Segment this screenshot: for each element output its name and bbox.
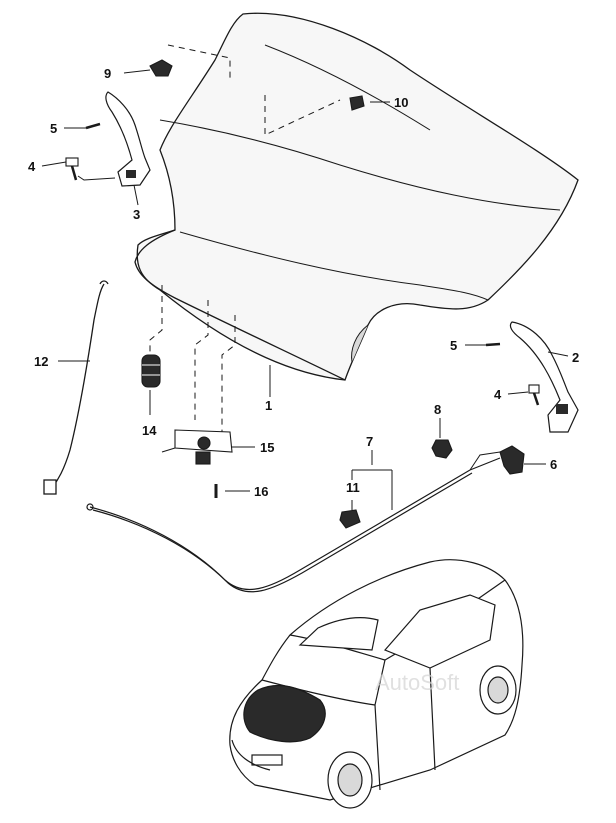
callout-6: 6 xyxy=(550,457,557,472)
release-cable xyxy=(86,457,501,593)
callout-labels: 9 10 5 4 3 5 2 4 1 12 14 15 16 8 10 7 6 … xyxy=(28,66,579,499)
watermark: AutoSoft xyxy=(375,670,459,695)
left-hood-hinge xyxy=(105,91,151,187)
callout-9: 11 xyxy=(346,480,360,495)
callout-2: 2 xyxy=(572,350,579,365)
callout-8-label: 7 xyxy=(366,434,373,449)
hood-dashed-guides xyxy=(149,44,341,440)
leader-lines xyxy=(41,69,569,510)
callout-5-right: 5 xyxy=(450,338,457,353)
callout-1: 1 xyxy=(265,398,272,413)
right-hood-hinge xyxy=(509,321,579,433)
callout-12: 10 xyxy=(394,95,408,110)
callout-4-left: 4 xyxy=(28,159,36,174)
callout-3: 3 xyxy=(133,207,140,222)
callout-11: 9 xyxy=(104,66,111,81)
hood-prop-rod xyxy=(43,280,109,495)
callout-15: 15 xyxy=(260,440,274,455)
callout-4-right: 4 xyxy=(494,387,502,402)
callout-16: 16 xyxy=(254,484,268,499)
callout-10: 12 xyxy=(34,354,48,369)
callout-7: 8 xyxy=(434,402,441,417)
small-parts xyxy=(65,59,540,529)
car-view xyxy=(229,559,524,809)
hood-panel xyxy=(134,12,579,381)
callout-14: 14 xyxy=(142,423,157,438)
callout-5-left: 5 xyxy=(50,121,57,136)
